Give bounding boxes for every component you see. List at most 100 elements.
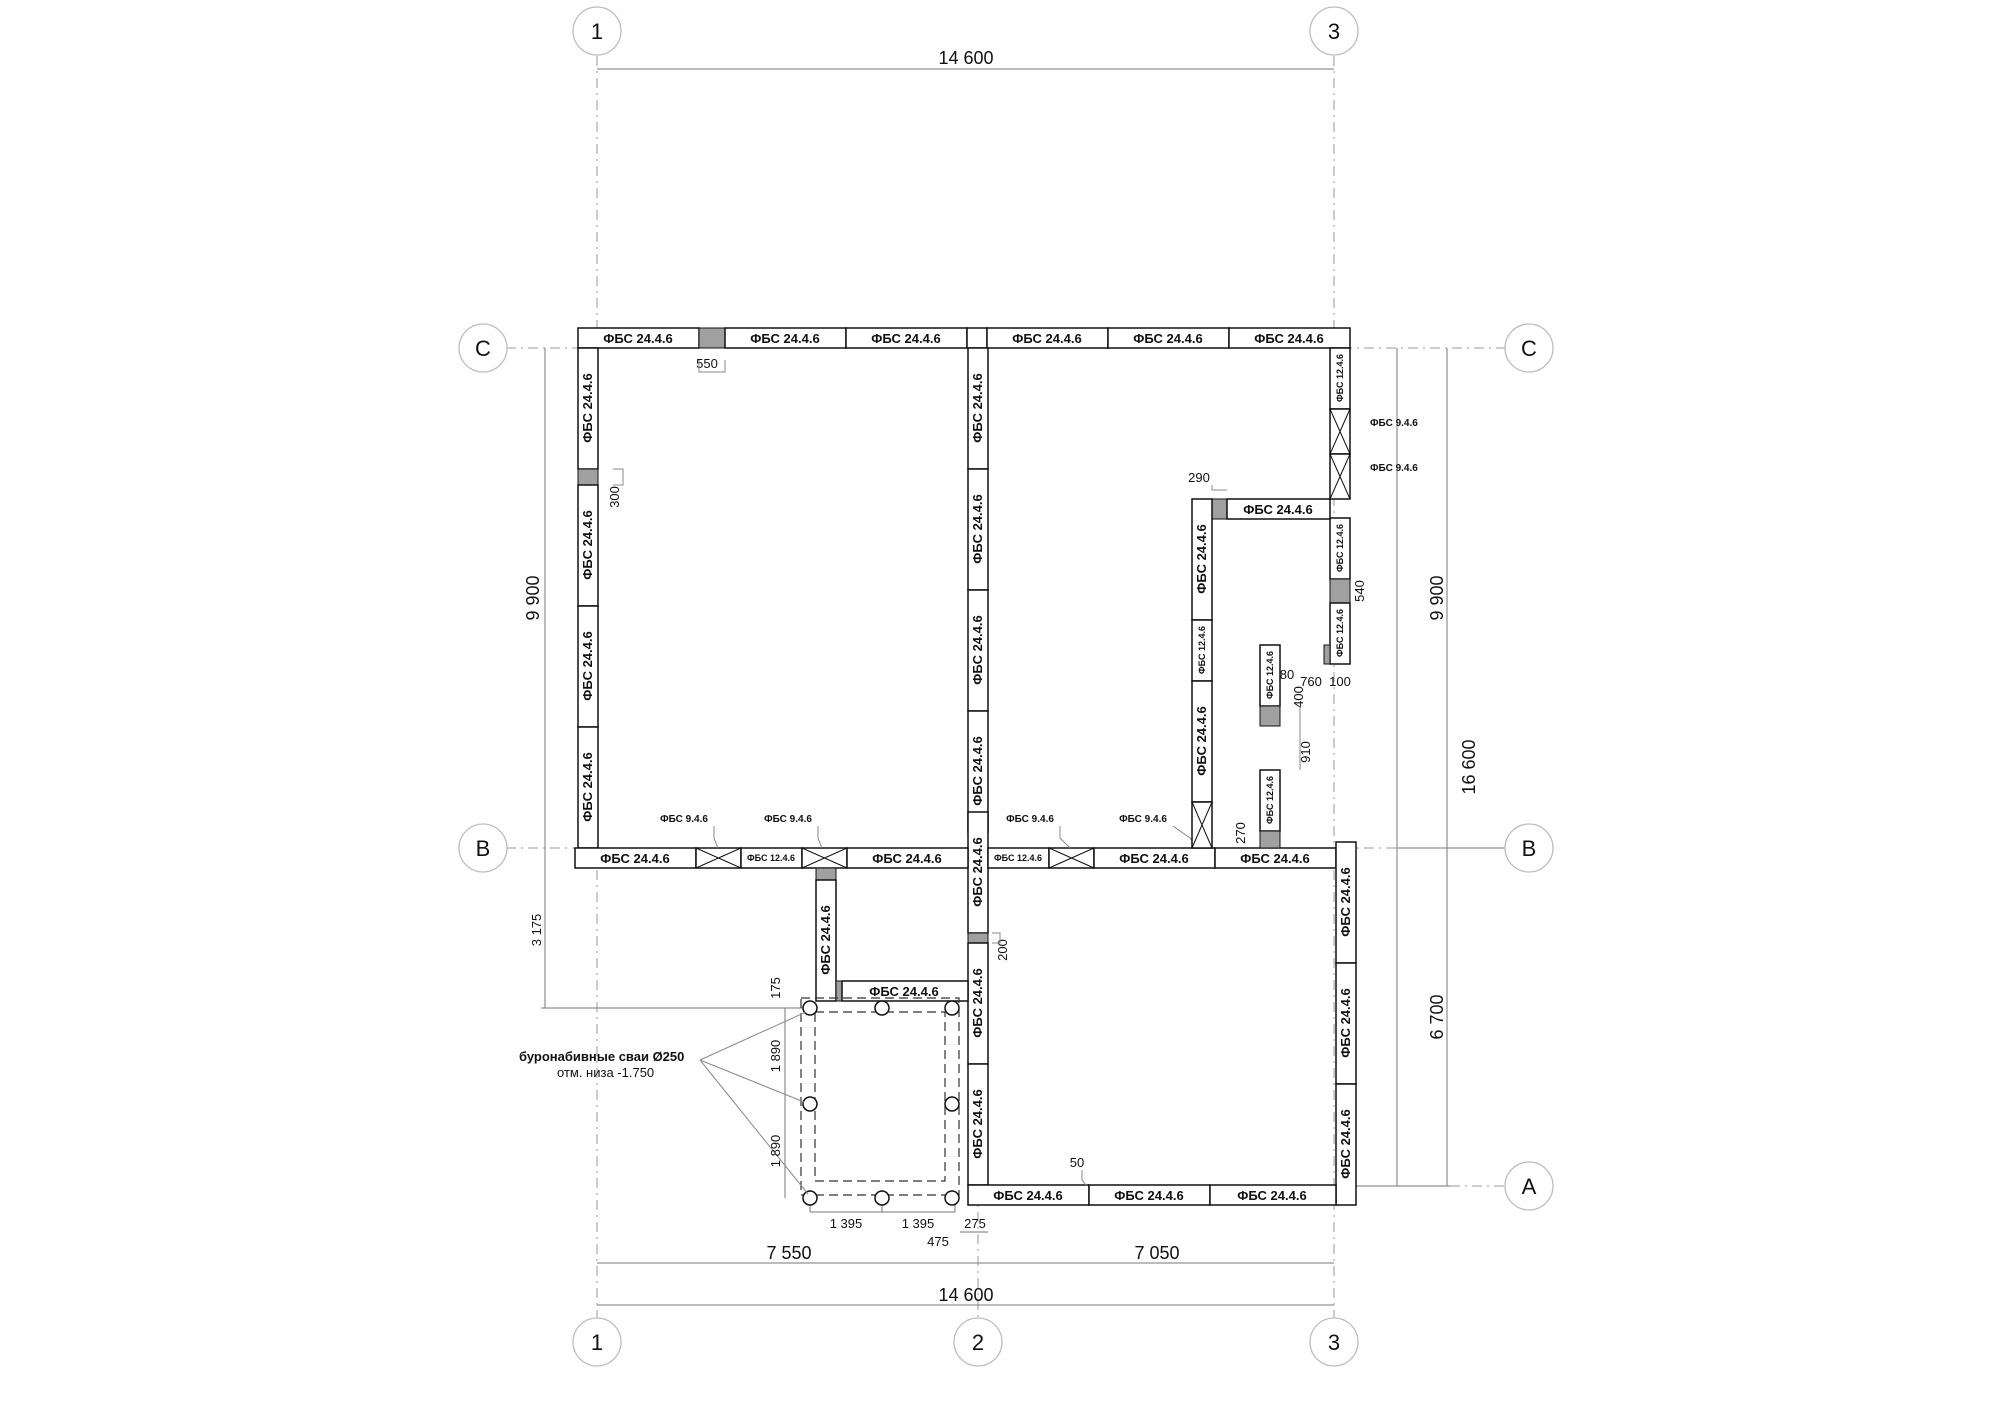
pile [802,1190,818,1206]
block-fbs-24: ФБС 24.4.6 [1214,847,1337,869]
block-fbs-12: ФБС 12.4.6 [1329,517,1351,580]
axis-bubble-bottom-2: 2 [953,1317,1003,1367]
svg-text:2: 2 [972,1330,984,1355]
dim-right-9900: 9 900 [1427,575,1447,620]
svg-text:ФБС 24.4.6: ФБС 24.4.6 [1012,331,1081,346]
grey-insert [1259,705,1281,727]
block-fbs-24: ФБС 24.4.6 [1088,1184,1211,1206]
block-fbs-12: ФБС 12.4.6 [1329,602,1351,665]
wall-top-c: ФБС 24.4.6 ФБС 24.4.6 ФБС 24.4.6 ФБС 24.… [577,327,1351,349]
grey-insert [815,867,837,881]
svg-text:B: B [1522,836,1537,861]
dimension-lines [541,68,1505,1306]
dim-540: 540 [1352,580,1367,602]
svg-text:ФБС 12.4.6: ФБС 12.4.6 [1197,626,1207,674]
block-fbs-24: ФБС 24.4.6 [967,710,989,833]
small-dimensions: 550 300 290 540 80 760 100 400 910 270 2… [607,356,1367,1249]
svg-text:ФБС 24.4.6: ФБС 24.4.6 [970,968,985,1037]
svg-text:ФБС 12.4.6: ФБС 12.4.6 [994,853,1042,863]
block-fbs-12: ФБС 12.4.6 [1259,769,1281,832]
dim-290: 290 [1188,470,1210,485]
dim-200: 200 [995,939,1010,961]
svg-text:ФБС 24.4.6: ФБС 24.4.6 [1240,851,1309,866]
grey-insert [1329,578,1351,604]
axis-bubble-bottom-3: 3 [1309,1317,1359,1367]
dim-910: 910 [1298,741,1313,763]
dim-400: 400 [1291,686,1306,708]
inner-partition: ФБС 24.4.6 ФБС 24.4.6 ФБС 12.4.6 ФБС 24.… [1191,498,1331,849]
svg-text:ФБС 24.4.6: ФБС 24.4.6 [871,331,940,346]
svg-text:3: 3 [1328,19,1340,44]
svg-text:ФБС 12.4.6: ФБС 12.4.6 [1335,524,1345,572]
block-fbs-24: ФБС 24.4.6 [1226,498,1331,520]
axis-bubble-bottom-1: 1 [572,1317,622,1367]
pile [874,1000,890,1016]
block-fbs-24: ФБС 24.4.6 [577,347,599,470]
grey-insert [1211,498,1228,520]
label-fbs-9: ФБС 9.4.6 [1370,463,1418,474]
block-fbs-24: ФБС 24.4.6 [1191,680,1213,803]
wall-right-3-upper: ФБС 12.4.6 ФБС 9.4.6 ФБС 9.4.6 ФБС 12.4.… [1323,347,1418,665]
pile [874,1190,890,1206]
axis-bubble-top-3: 3 [1309,6,1359,56]
svg-text:B: B [476,836,491,861]
block-fbs-24: ФБС 24.4.6 [967,347,989,470]
svg-text:ФБС 12.4.6: ФБС 12.4.6 [1265,651,1275,699]
label-fbs-9: ФБС 9.4.6 [764,814,812,825]
dim-1890-b: 1 890 [768,1135,783,1168]
axis-bubble-top-1: 1 [572,6,622,56]
note-title: буронабивные сваи Ø250 [519,1049,684,1064]
svg-text:A: A [1522,1174,1537,1199]
svg-text:1: 1 [591,19,603,44]
block-fbs-12: ФБС 12.4.6 [1259,644,1281,707]
svg-text:1: 1 [591,1330,603,1355]
wall-middle-2: ФБС 24.4.6 ФБС 24.4.6 ФБС 24.4.6 ФБС 24.… [967,347,989,1186]
svg-text:ФБС 24.4.6: ФБС 24.4.6 [970,494,985,563]
block-fbs-24: ФБС 24.4.6 [724,327,847,349]
svg-text:ФБС 24.4.6: ФБС 24.4.6 [580,373,595,442]
svg-text:ФБС 24.4.6: ФБС 24.4.6 [1338,1109,1353,1178]
svg-text:ФБС 24.4.6: ФБС 24.4.6 [580,752,595,821]
dim-right-16600: 16 600 [1459,739,1479,794]
grey-insert [1323,644,1331,665]
block-fbs-9-cross [1048,847,1095,869]
svg-text:ФБС 24.4.6: ФБС 24.4.6 [1194,524,1209,593]
dim-300: 300 [607,486,622,508]
svg-text:ФБС 24.4.6: ФБС 24.4.6 [970,373,985,442]
dim-bottom-total: 14 600 [938,1285,993,1305]
svg-text:ФБС 24.4.6: ФБС 24.4.6 [600,851,669,866]
block-fbs-24: ФБС 24.4.6 [577,484,599,607]
wall-left-1: ФБС 24.4.6 ФБС 24.4.6 ФБС 24.4.6 ФБС 24.… [577,347,599,849]
pile [944,1096,960,1112]
svg-text:ФБС 24.4.6: ФБС 24.4.6 [872,851,941,866]
svg-text:ФБС 24.4.6: ФБС 24.4.6 [603,331,672,346]
block-fbs-9-cross [695,847,742,869]
junction-block [966,327,988,349]
wall-bottom-a: ФБС 24.4.6 ФБС 24.4.6 ФБС 24.4.6 [967,1184,1337,1206]
grey-insert [967,932,989,944]
svg-text:ФБС 24.4.6: ФБС 24.4.6 [970,615,985,684]
block-fbs-24: ФБС 24.4.6 [1191,498,1213,621]
block-fbs-9-cross [801,847,848,869]
block-fbs-12: ФБС 12.4.6 [987,847,1050,869]
axis-bubbles: 1 3 1 2 3 C B C B A [458,6,1554,1367]
block-fbs-24: ФБС 24.4.6 [577,726,599,849]
grey-insert [577,468,599,486]
svg-text:ФБС 24.4.6: ФБС 24.4.6 [970,736,985,805]
svg-text:ФБС 12.4.6: ФБС 12.4.6 [1335,354,1345,402]
block-fbs-24: ФБС 24.4.6 [846,847,969,869]
grey-insert [698,327,726,349]
block-fbs-12: ФБС 12.4.6 [740,847,803,869]
svg-text:ФБС 24.4.6: ФБС 24.4.6 [1114,1188,1183,1203]
dim-bottom-right: 7 050 [1134,1243,1179,1263]
axis-bubble-right-b: B [1504,823,1554,873]
note-subtitle: отм. низа -1.750 [557,1065,654,1080]
block-fbs-24: ФБС 24.4.6 [1335,962,1357,1085]
pile-grillage-outer [800,997,960,1196]
block-fbs-24: ФБС 24.4.6 [577,327,700,349]
block-fbs-24: ФБС 24.4.6 [815,879,837,1002]
svg-text:ФБС 24.4.6: ФБС 24.4.6 [580,631,595,700]
svg-text:ФБС 24.4.6: ФБС 24.4.6 [1338,988,1353,1057]
pile [802,1096,818,1112]
svg-text:ФБС 24.4.6: ФБС 24.4.6 [1119,851,1188,866]
